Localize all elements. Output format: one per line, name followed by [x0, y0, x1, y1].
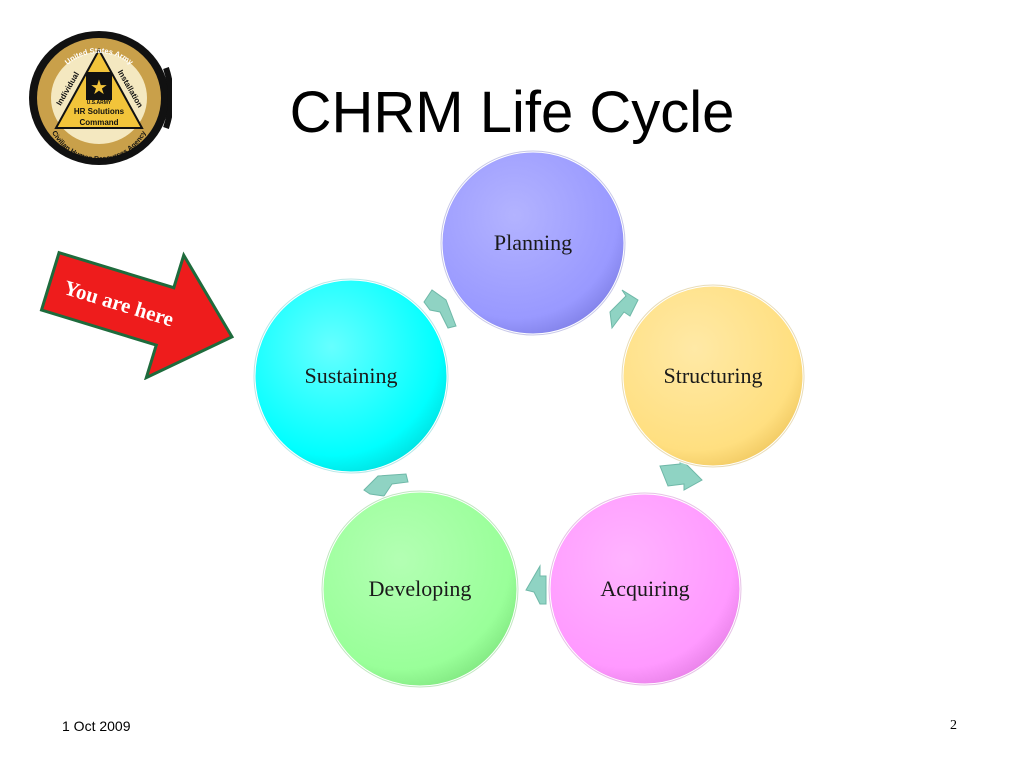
node-label-acquiring: Acquiring [600, 576, 689, 601]
callout-arrow-shape [39, 250, 235, 380]
connector-developing-sustaining [363, 473, 409, 497]
logo-center-text: HR Solutions [74, 107, 125, 116]
node-sustaining: Sustaining [252, 277, 450, 475]
army-seal-logo: ★ U.S.ARMY HR Solutions Command United S… [29, 31, 172, 165]
node-acquiring: Acquiring [547, 491, 743, 687]
footer-date: 1 Oct 2009 [62, 718, 131, 734]
node-label-structuring: Structuring [664, 363, 763, 388]
page-number: 2 [950, 718, 957, 733]
connector-acquiring-developing [525, 564, 547, 605]
logo-badge-text: U.S.ARMY [87, 100, 112, 106]
node-developing: Developing [320, 489, 520, 689]
connector-structuring-acquiring [659, 456, 703, 491]
node-label-planning: Planning [494, 230, 572, 255]
node-planning: Planning [439, 149, 627, 337]
node-label-developing: Developing [369, 576, 472, 601]
connector-planning-structuring [609, 289, 639, 330]
node-structuring: Structuring [620, 283, 806, 469]
connector-sustaining-planning [423, 289, 457, 329]
node-label-sustaining: Sustaining [305, 363, 398, 388]
you-are-here-arrow: You are here [39, 250, 235, 380]
slide-title: CHRM Life Cycle [289, 80, 735, 145]
svg-text:★: ★ [90, 75, 108, 99]
logo-bottom-text: Command [79, 118, 118, 127]
